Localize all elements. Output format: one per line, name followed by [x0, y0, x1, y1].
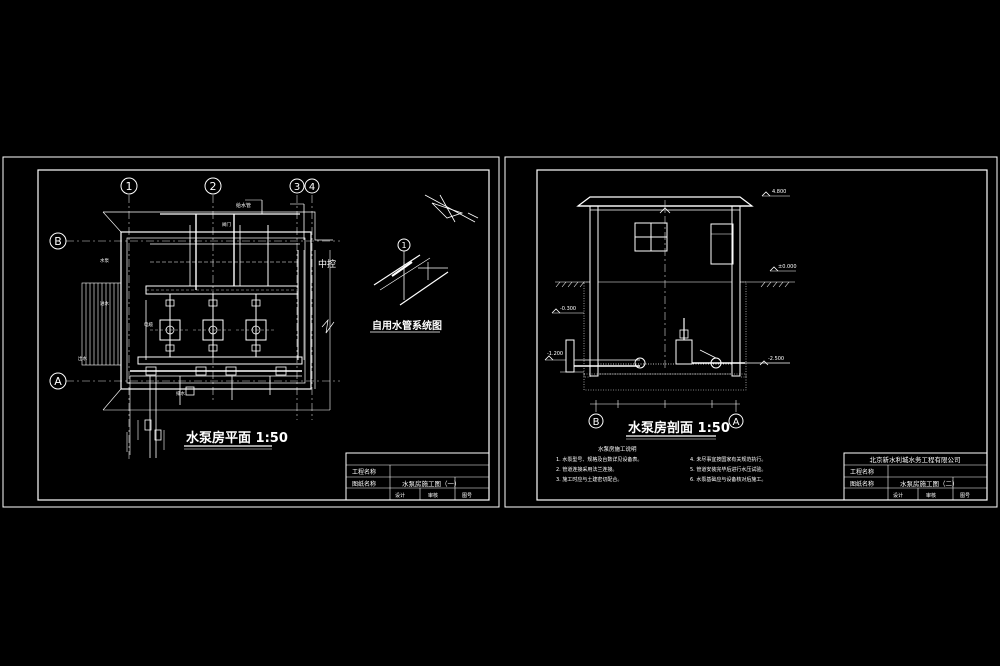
svg-text:A: A	[733, 417, 740, 428]
grid-bubble-A: A	[49, 372, 67, 390]
elevation-markers: 4.800 ±0.000 -0.300 -1.200 -2.500	[544, 189, 797, 366]
svg-text:2. 管道连接采用法兰连接。: 2. 管道连接采用法兰连接。	[556, 466, 617, 473]
construction-notes: 水泵房施工说明 1. 水泵型号、规格及台数详见设备表。 2. 管道连接采用法兰连…	[556, 445, 766, 483]
svg-text:-1.200: -1.200	[547, 351, 563, 357]
left-title-block: 工程名称 图纸名称 水泵房施工图（一） 设计 审核 图号	[345, 452, 490, 501]
svg-text:北京新水利城水务工程有限公司: 北京新水利城水务工程有限公司	[870, 455, 961, 464]
svg-text:给水管: 给水管	[236, 202, 251, 209]
pump-unit-2	[193, 319, 233, 341]
svg-text:6. 水泵基础应与设备核对后施工。: 6. 水泵基础应与设备核对后施工。	[690, 476, 766, 483]
iso-bubble-label: 1	[401, 241, 406, 250]
svg-text:电缆: 电缆	[144, 321, 153, 328]
plan-title: 水泵房平面 1:50	[184, 430, 288, 450]
right-sheet: 4.800 ±0.000 -0.300 -1.200 -2.500 B	[504, 156, 998, 508]
svg-text:2: 2	[210, 180, 217, 193]
svg-text:水泵房施工图（一）: 水泵房施工图（一）	[402, 479, 461, 488]
vertical-leaders	[126, 420, 165, 452]
section-title: 水泵房剖面 1:50	[626, 420, 730, 440]
svg-text:图号: 图号	[462, 493, 472, 499]
section-door	[710, 223, 734, 265]
plan-annotations: 给水管 水泵 进水 出水 排水 电缆 阀门 中控	[78, 202, 336, 397]
svg-text:B: B	[54, 235, 62, 248]
svg-text:图号: 图号	[960, 493, 970, 499]
section-window	[634, 222, 668, 252]
svg-text:3: 3	[294, 182, 300, 193]
pump-unit-1	[150, 319, 190, 341]
svg-text:水泵房施工说明: 水泵房施工说明	[598, 445, 637, 453]
isometric-pipe-diagram	[373, 238, 449, 306]
svg-text:B: B	[593, 417, 600, 428]
svg-text:3. 施工时应与土建密切配合。: 3. 施工时应与土建密切配合。	[556, 476, 622, 483]
section-grid-bubble-B: B	[588, 413, 604, 429]
svg-text:水泵房施工图（二）: 水泵房施工图（二）	[900, 479, 959, 488]
right-title-block: 北京新水利城水务工程有限公司 工程名称 图纸名称 水泵房施工图（二） 设计 审核…	[843, 452, 988, 501]
section-dimensions	[590, 400, 740, 412]
grid-bubble-3: 3	[289, 178, 305, 194]
svg-text:1. 水泵型号、规格及台数详见设备表。: 1. 水泵型号、规格及台数详见设备表。	[556, 456, 642, 463]
grid-bubble-B: B	[49, 232, 67, 250]
svg-text:4: 4	[309, 182, 315, 193]
north-arrow-symbol	[424, 194, 479, 223]
svg-text:水泵: 水泵	[100, 257, 109, 264]
ceiling-mark	[659, 207, 671, 214]
iso-diagram-title: 自用水管系统图	[370, 319, 442, 333]
right-sheet-frame	[504, 156, 998, 508]
right-sheet-border	[536, 169, 988, 501]
svg-text:1: 1	[126, 180, 133, 193]
svg-text:审核: 审核	[926, 492, 936, 499]
left-sheet: 1 2 3 4 B A	[2, 156, 500, 508]
svg-text:中控: 中控	[318, 258, 336, 270]
left-sheet-border	[37, 169, 490, 501]
svg-text:审核: 审核	[428, 492, 438, 499]
valve-symbols	[144, 299, 287, 441]
grid-bubble-2: 2	[204, 177, 222, 195]
svg-text:工程名称: 工程名称	[352, 468, 376, 476]
svg-text:进水: 进水	[100, 300, 109, 307]
break-line	[321, 318, 335, 334]
svg-text:设计: 设计	[893, 492, 903, 499]
section-grid-bubble-A: A	[728, 413, 744, 429]
svg-text:图纸名称: 图纸名称	[850, 480, 874, 488]
svg-text:出水: 出水	[78, 355, 87, 362]
svg-text:水泵房剖面 1:50: 水泵房剖面 1:50	[628, 420, 730, 436]
pipe-network	[129, 199, 305, 458]
svg-text:4.800: 4.800	[772, 189, 786, 195]
ground-hatching	[555, 281, 795, 391]
grid-bubble-4: 4	[304, 178, 320, 194]
section-pipework	[560, 318, 790, 373]
svg-text:图纸名称: 图纸名称	[352, 480, 376, 488]
left-sheet-frame	[2, 156, 500, 508]
pump-unit-3	[236, 319, 276, 341]
svg-text:设计: 设计	[395, 492, 405, 499]
svg-text:5. 管道安装完毕后进行水压试验。: 5. 管道安装完毕后进行水压试验。	[690, 466, 766, 473]
svg-text:-2.500: -2.500	[768, 356, 784, 362]
grid-bubble-1: 1	[120, 177, 138, 195]
svg-text:自用水管系统图: 自用水管系统图	[372, 319, 442, 332]
svg-text:A: A	[54, 375, 62, 388]
entrance-stairs	[81, 282, 122, 366]
svg-text:-0.300: -0.300	[560, 306, 576, 312]
svg-text:工程名称: 工程名称	[850, 468, 874, 476]
svg-text:水泵房平面 1:50: 水泵房平面 1:50	[186, 430, 288, 446]
svg-text:阀门: 阀门	[222, 221, 231, 228]
svg-text:排水: 排水	[176, 390, 185, 397]
svg-text:4. 未尽事宜按国家有关规范执行。: 4. 未尽事宜按国家有关规范执行。	[690, 456, 766, 463]
svg-text:±0.000: ±0.000	[778, 264, 797, 270]
